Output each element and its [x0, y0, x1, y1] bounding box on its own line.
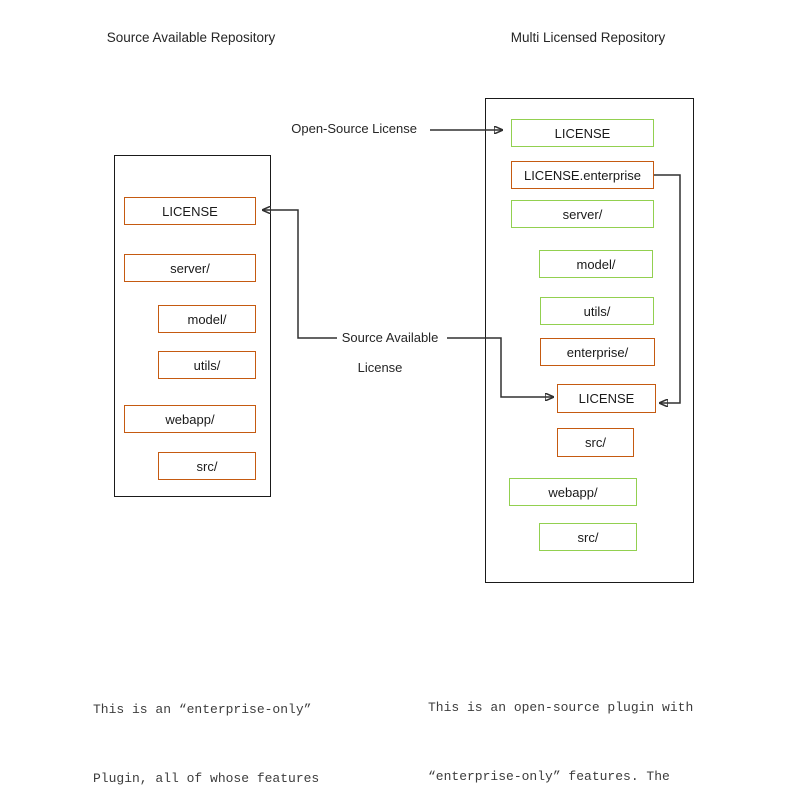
left-repo-folder-utils: utils/ [158, 351, 256, 379]
source-available-license-label-line1: Source Available [341, 330, 439, 345]
right-repo-folder-src-enterprise: src/ [557, 428, 634, 457]
left-description-line: Plugin, all of whose features [93, 771, 320, 787]
left-repo-folder-src: src/ [158, 452, 256, 480]
left-repo-file-license: LICENSE [124, 197, 256, 225]
left-repo-folder-webapp: webapp/ [124, 405, 256, 433]
right-repo-folder-server: server/ [511, 200, 654, 228]
right-repo-file-license-enterprise: LICENSE.enterprise [511, 161, 654, 189]
arrow-source-available-to-left-license [263, 210, 337, 339]
left-repo-title: Source Available Repository [106, 30, 276, 45]
left-repo-description: This is an “enterprise-only” Plugin, all… [93, 651, 366, 801]
right-repo-file-license-sourceavailable: LICENSE [557, 384, 656, 413]
right-repo-file-license-opensource: LICENSE [511, 119, 654, 147]
right-repo-folder-utils: utils/ [540, 297, 654, 325]
right-repo-folder-model: model/ [539, 250, 653, 278]
left-description-line: This is an “enterprise-only” [93, 701, 312, 717]
open-source-license-label: Open-Source License [291, 121, 417, 136]
right-repo-folder-webapp: webapp/ [509, 478, 637, 506]
right-repo-description: This is an open-source plugin with “ente… [428, 652, 693, 801]
right-description-line: This is an open-source plugin with [428, 700, 694, 716]
left-repo-folder-model: model/ [158, 305, 256, 333]
left-repo-folder-server: server/ [124, 254, 256, 282]
right-repo-folder-enterprise: enterprise/ [540, 338, 655, 366]
right-repo-title: Multi Licensed Repository [510, 30, 666, 45]
source-available-license-label-line2: License [357, 360, 403, 375]
right-repo-folder-src: src/ [539, 523, 637, 551]
right-description-line: “enterprise-only” features. The [428, 768, 670, 784]
